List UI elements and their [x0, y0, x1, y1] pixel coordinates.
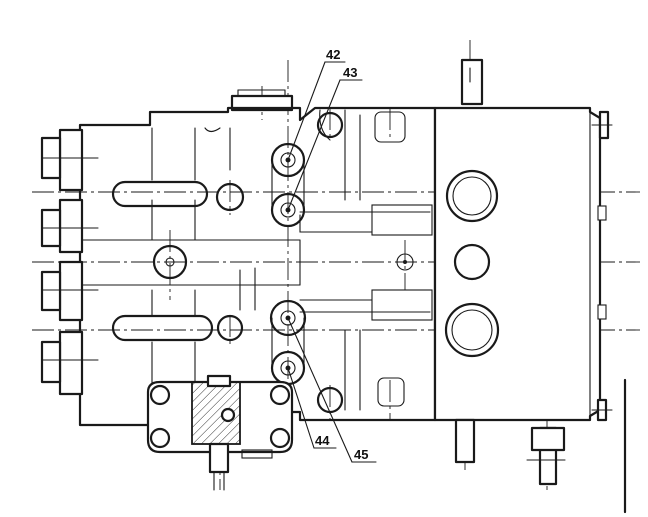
callout-42: 42 — [326, 47, 340, 62]
left-port-caps — [40, 128, 99, 396]
leader-lines — [287, 61, 377, 463]
internal-plugs — [152, 111, 414, 414]
callout-45: 45 — [354, 447, 368, 462]
valve-body-left-section — [78, 106, 437, 427]
callout-ports — [269, 142, 307, 386]
callout-43: 43 — [343, 65, 357, 80]
bottom-flange — [146, 374, 294, 491]
right-side-bolts — [591, 110, 613, 422]
top-fitting — [460, 58, 484, 106]
top-inlet-block — [230, 89, 294, 112]
bottom-fittings — [454, 418, 566, 486]
callout-44: 44 — [315, 433, 330, 448]
valve-body-right-housing — [433, 106, 602, 422]
